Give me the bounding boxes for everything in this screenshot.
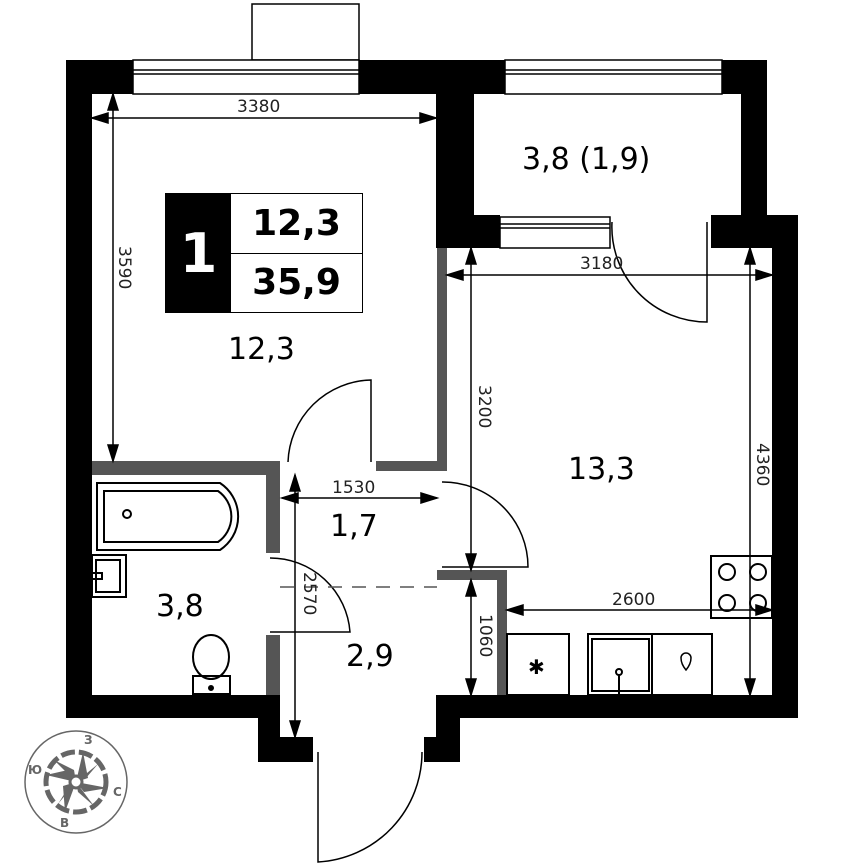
- dishwasher-icon: [680, 652, 692, 672]
- bedroom-area: 12,3: [228, 332, 295, 367]
- corridor-area: 1,7: [330, 509, 378, 544]
- dim-corridor-width: 1530: [332, 478, 376, 498]
- dim-kitchen-width: 3180: [580, 254, 624, 274]
- compass-east-label: В: [60, 816, 70, 830]
- dimension-lines: [89, 91, 775, 740]
- exterior-walls: [66, 60, 798, 762]
- balcony-area: 3,8 (1,9): [522, 142, 651, 177]
- window-kitchen-balcony: [499, 216, 611, 249]
- toilet-icon: [192, 634, 231, 695]
- bathroom-area: 3,8: [156, 589, 204, 624]
- window-bedroom: [132, 59, 360, 95]
- apartment-summary-badge: 1 12,3 35,9: [165, 193, 363, 313]
- bathtub-icon: [96, 482, 240, 551]
- washbasin-icon: [91, 554, 127, 598]
- living-area: 12,3: [231, 194, 362, 254]
- dim-kitchen-depth-full: 4360: [752, 443, 772, 487]
- dim-kitchen-depth-upper: 3200: [474, 385, 494, 429]
- window-balcony: [504, 59, 723, 95]
- compass-icon: [24, 730, 128, 834]
- kitchen-area: 13,3: [568, 452, 635, 487]
- doors: [269, 221, 708, 863]
- dim-hall-niche: 1060: [475, 614, 495, 658]
- kitchen-counter: [506, 555, 773, 696]
- hall-area: 2,9: [346, 639, 394, 674]
- dim-bedroom-width: 3380: [237, 97, 281, 117]
- interior-partitions: [92, 248, 507, 695]
- dim-bedroom-depth: 3590: [114, 246, 134, 290]
- total-area: 35,9: [252, 262, 341, 304]
- compass-west-label: З: [84, 733, 93, 747]
- compass-south-label: Ю: [28, 763, 43, 777]
- compass-north-label: С: [113, 785, 122, 799]
- shaft-box: [251, 3, 360, 61]
- fridge-icon: ✱: [528, 655, 545, 679]
- dim-hall-length: 2570: [299, 572, 319, 616]
- rooms-count: 1: [166, 194, 231, 312]
- dim-kitchen-counter: 2600: [612, 590, 656, 610]
